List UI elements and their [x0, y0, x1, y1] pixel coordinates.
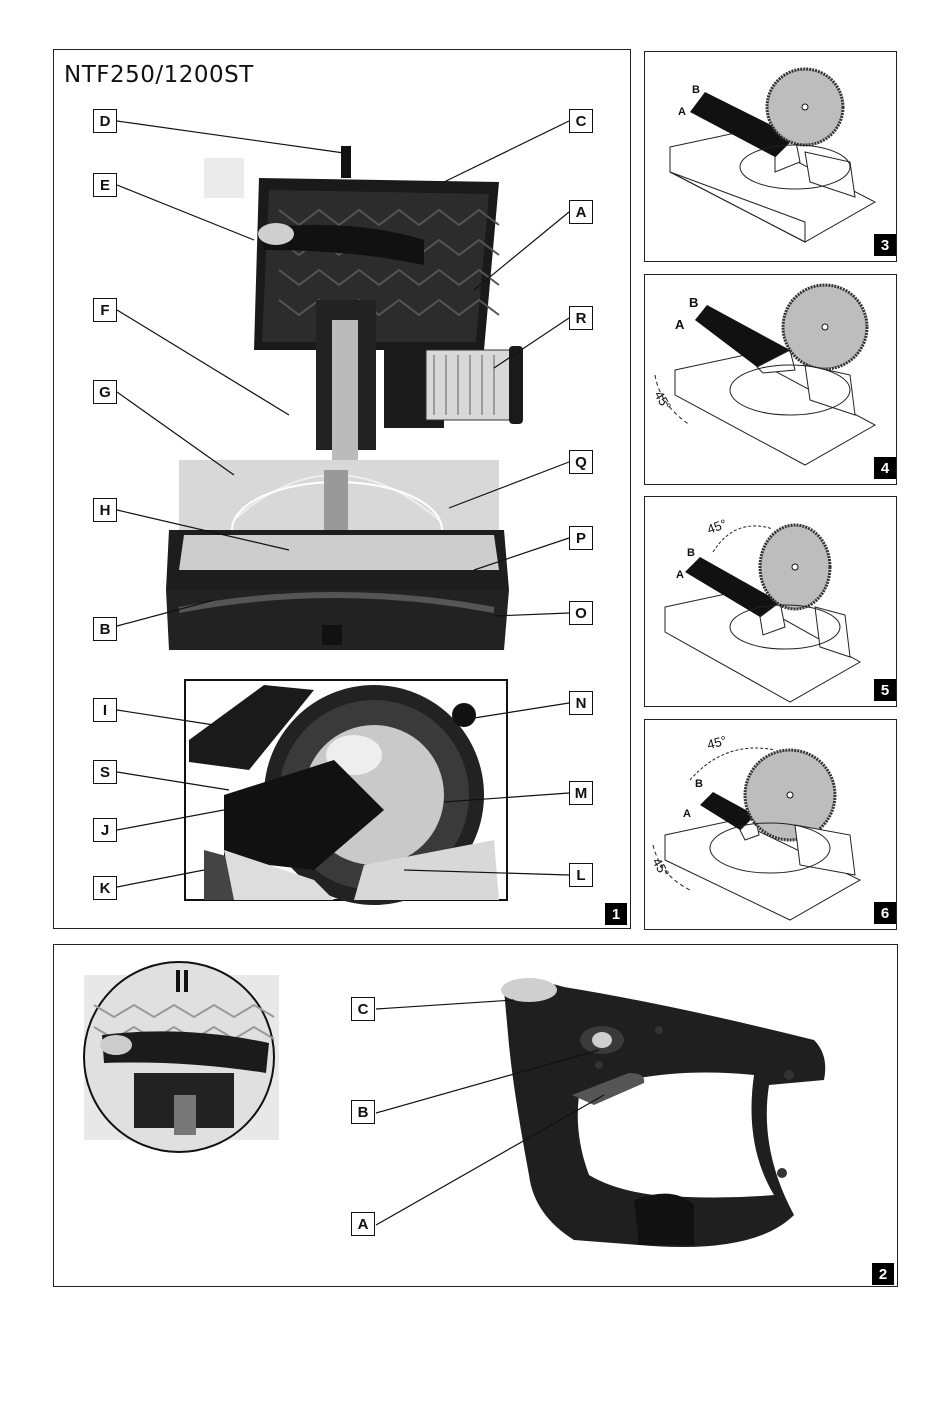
saw-table: [166, 460, 509, 650]
label-S: S: [93, 760, 117, 784]
fig6-label-B: B: [695, 778, 703, 790]
handle-detail-circle: [84, 962, 279, 1152]
label-H: H: [93, 498, 117, 522]
label-R: R: [569, 306, 593, 330]
figure-4-panel: B A 45° 4: [644, 274, 897, 485]
fig4-label-B: B: [689, 295, 698, 310]
straight-cut-diagram: [645, 52, 898, 263]
label-L: L: [569, 863, 593, 887]
fig3-label-B: B: [692, 84, 700, 96]
fig2-label-C: C: [351, 997, 375, 1021]
label-M: M: [569, 781, 593, 805]
label-I: I: [93, 698, 117, 722]
label-G: G: [93, 380, 117, 404]
miter-saw-illustration: [54, 50, 632, 930]
label-E: E: [93, 173, 117, 197]
figure-number-3: 3: [874, 234, 896, 256]
figure-3-panel: B A 3: [644, 51, 897, 262]
figure-number-2: 2: [872, 1263, 894, 1285]
handle-illustration: [54, 945, 899, 1288]
figure-1-panel: NTF250/1200ST: [53, 49, 631, 929]
handle-main: [501, 978, 825, 1247]
fig3-label-A: A: [678, 106, 686, 118]
label-F: F: [93, 298, 117, 322]
figure-5-panel: 45° B A 5: [644, 496, 897, 707]
figure-number-4: 4: [874, 457, 896, 479]
figure-6-panel: 45° B A 45° 6: [644, 719, 897, 930]
label-P: P: [569, 526, 593, 550]
label-C: C: [569, 109, 593, 133]
saw-upper-body: [254, 146, 523, 460]
fig2-label-B: B: [351, 1100, 375, 1124]
figure-number-1: 1: [605, 903, 627, 925]
label-Q: Q: [569, 450, 593, 474]
compound-cut-diagram: [645, 720, 898, 931]
figure-number-6: 6: [874, 902, 896, 924]
fig2-label-A: A: [351, 1212, 375, 1236]
fig4-label-A: A: [675, 317, 684, 332]
label-K: K: [93, 876, 117, 900]
label-A: A: [569, 200, 593, 224]
fig5-label-B: B: [687, 547, 695, 559]
label-D: D: [93, 109, 117, 133]
figure-2-panel: C B A 2: [53, 944, 898, 1287]
bevel-cut-diagram: [645, 497, 898, 708]
fig6-label-A: A: [683, 808, 691, 820]
label-B: B: [93, 617, 117, 641]
label-N: N: [569, 691, 593, 715]
figure-number-5: 5: [874, 679, 896, 701]
label-O: O: [569, 601, 593, 625]
label-J: J: [93, 818, 117, 842]
miter-cut-diagram: [645, 275, 898, 486]
fig5-label-A: A: [676, 569, 684, 581]
